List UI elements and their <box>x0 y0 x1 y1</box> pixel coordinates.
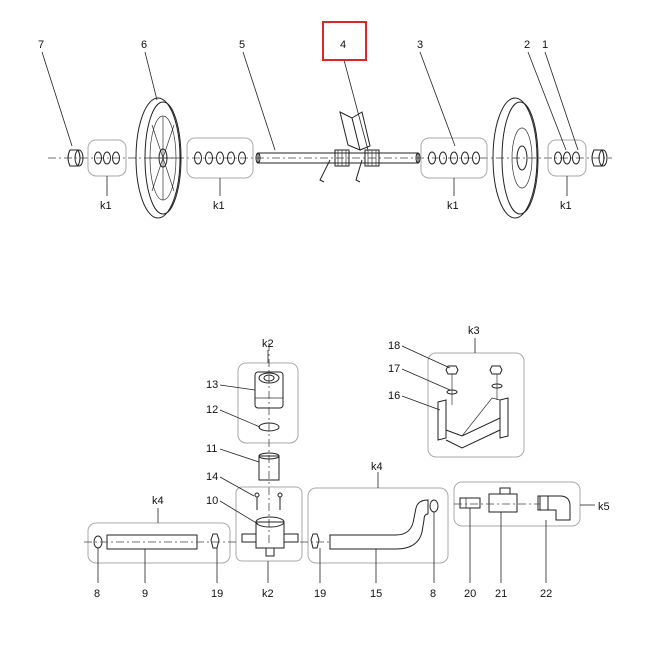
callout-18: 18 <box>388 340 400 352</box>
kit-label-k1-c: k1 <box>447 200 459 212</box>
callout-16: 16 <box>388 390 400 402</box>
kit-label-k1-d: k1 <box>560 200 572 212</box>
callout-13: 13 <box>206 379 218 391</box>
kit-label-k2-top: k2 <box>262 338 274 350</box>
k4-hose-kit-right <box>300 487 449 564</box>
callout-8-left: 8 <box>94 588 100 600</box>
callout-15: 15 <box>370 588 382 600</box>
k2-fitting-assembly <box>235 486 303 562</box>
k4-hose-kit-left <box>84 522 236 564</box>
callout-19-left: 19 <box>211 588 223 600</box>
k3-bracket-assembly <box>427 352 525 458</box>
part-11-sleeve <box>258 452 280 481</box>
part-1-end-cap <box>591 149 608 167</box>
callout-4: 4 <box>340 39 346 51</box>
callout-22: 22 <box>540 588 552 600</box>
kit-label-k1-a: k1 <box>100 200 112 212</box>
kit-label-k3: k3 <box>468 325 480 337</box>
callout-8-right: 8 <box>430 588 436 600</box>
callout-10: 10 <box>206 495 218 507</box>
callout-4-highlight <box>322 21 367 61</box>
callout-14: 14 <box>206 471 218 483</box>
callout-7: 7 <box>38 39 44 51</box>
k5-valve-kit <box>453 481 581 527</box>
callout-6: 6 <box>141 39 147 51</box>
axle-assembly <box>41 21 612 219</box>
callout-9: 9 <box>142 588 148 600</box>
callout-21: 21 <box>495 588 507 600</box>
k1-washer-set-mid-left <box>186 137 254 179</box>
callout-19-right: 19 <box>314 588 326 600</box>
callout-20: 20 <box>464 588 476 600</box>
callout-2: 2 <box>524 39 530 51</box>
kit-label-k5: k5 <box>598 501 610 513</box>
kit-label-k2-bottom: k2 <box>262 588 274 600</box>
callout-11: 11 <box>206 443 217 455</box>
kit-label-k4-right: k4 <box>371 461 383 473</box>
kit-label-k1-b: k1 <box>213 200 225 212</box>
wheel-right <box>492 97 539 219</box>
callout-5: 5 <box>239 39 245 51</box>
part-4-spring-bracket <box>319 111 380 183</box>
callout-17: 17 <box>388 363 400 375</box>
part-7-end-cap <box>67 149 84 167</box>
callout-3: 3 <box>417 39 423 51</box>
callout-12: 12 <box>206 404 218 416</box>
kit-label-k4-left: k4 <box>152 495 164 507</box>
part-6-wheel-left <box>135 97 182 219</box>
callout-1: 1 <box>542 39 548 51</box>
k2-cap-assembly <box>237 343 299 545</box>
